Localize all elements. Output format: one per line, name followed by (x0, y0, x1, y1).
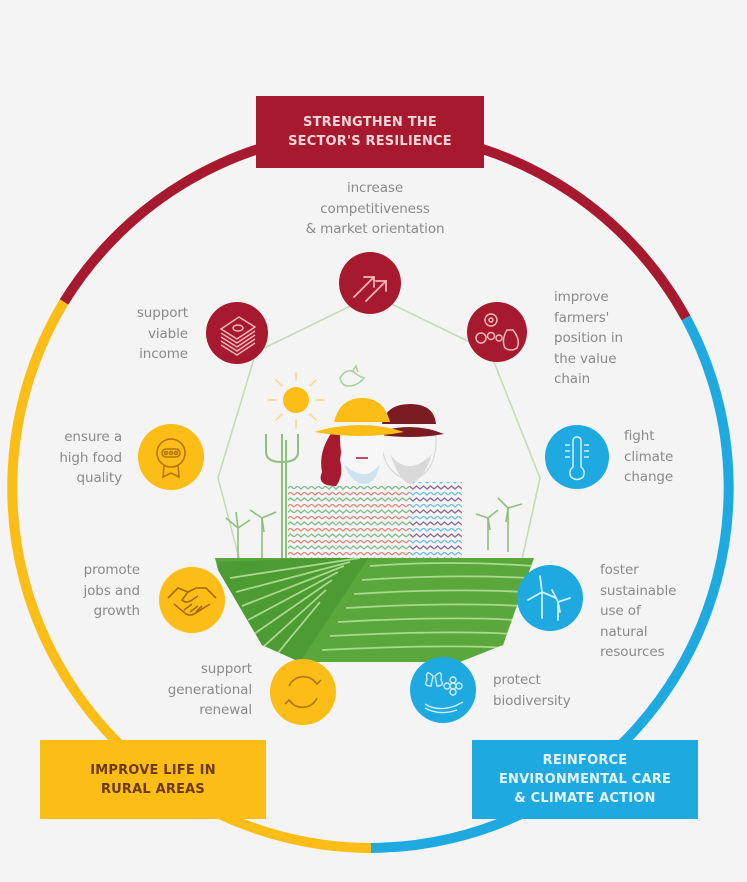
label-line: promote (83, 562, 141, 578)
label-line: quality (76, 470, 123, 486)
banner-strengthen-resilience: STRENGTHEN THE SECTOR'S RESILIENCE (256, 96, 484, 168)
label-line: resources (600, 644, 665, 660)
label-line: generational (167, 681, 252, 698)
label-line: climate (624, 448, 674, 465)
label-line: protect (493, 672, 541, 688)
label-line: position in (554, 330, 623, 346)
banner-text-line: ENVIRONMENTAL CARE (498, 772, 672, 787)
wind-turbine-icon (517, 565, 583, 631)
bird-icon (339, 364, 366, 387)
label-food-quality: ensure a high food quality (20, 427, 122, 489)
cycle-arrows-icon (270, 659, 336, 725)
label-line: income (139, 346, 188, 362)
label-natural-resources: foster sustainable use of natural resour… (600, 560, 710, 663)
label-line: natural (600, 623, 648, 640)
farmer-woman (288, 398, 410, 560)
label-generational: support generational renewal (140, 659, 252, 721)
label-line: & market orientation (305, 221, 445, 237)
banner-text-line: RURAL AREAS (100, 781, 205, 797)
label-value-chain: improve farmers' position in the value c… (554, 287, 664, 390)
handshake-icon (159, 567, 225, 633)
money-stack-icon (206, 302, 268, 364)
butterfly-flower-hand-icon (410, 657, 476, 723)
label-line: increase (346, 180, 404, 196)
banner-environmental-care: REINFORCE ENVIRONMENTAL CARE & CLIMATE A… (472, 740, 698, 819)
green-field (215, 558, 534, 662)
label-line: high food (59, 449, 122, 466)
thermometer-icon (545, 425, 609, 489)
label-line: support (136, 305, 188, 321)
label-line: use of (600, 603, 641, 619)
label-line: the value (554, 350, 617, 367)
label-line: viable (147, 325, 188, 342)
label-line: biodiversity (493, 692, 571, 709)
label-line: ensure a (64, 429, 122, 445)
pitchfork-icon (265, 434, 299, 560)
banner-text-line: & CLIMATE ACTION (514, 791, 656, 806)
label-line: farmers' (554, 309, 610, 326)
label-line: change (624, 469, 674, 485)
farm-illustration (215, 364, 534, 662)
banner-text-line: IMPROVE LIFE IN (90, 762, 216, 778)
label-climate: fight climate change (624, 426, 724, 488)
sun-icon (267, 372, 325, 429)
banner-text-line: REINFORCE (542, 753, 628, 768)
farmer-man (374, 404, 462, 560)
quality-badge-icon (138, 424, 204, 490)
food-chain-icon (467, 302, 527, 362)
label-line: competitiveness (320, 200, 430, 217)
label-jobs: promote jobs and growth (40, 560, 140, 622)
banner-text-line: STRENGTHEN THE (303, 115, 437, 130)
wind-turbines-left (225, 509, 277, 562)
banner-improve-rural-life: IMPROVE LIFE IN RURAL AREAS (40, 740, 266, 819)
banner-text-line: SECTOR'S RESILIENCE (288, 134, 452, 149)
label-income: support viable income (90, 303, 188, 365)
label-line: growth (93, 603, 140, 619)
label-line: fight (624, 428, 655, 444)
label-line: foster (600, 562, 639, 578)
ring-arc-blue (370, 315, 734, 853)
wind-turbines-right (475, 497, 523, 552)
label-line: chain (554, 371, 591, 387)
label-line: support (200, 661, 252, 677)
label-biodiversity: protect biodiversity (493, 670, 603, 711)
label-line: sustainable (600, 582, 677, 599)
rising-arrows-icon (339, 252, 401, 314)
ring-arc-yellow (7, 299, 372, 853)
label-line: renewal (199, 702, 252, 718)
objective-icons (138, 252, 609, 725)
label-line: improve (554, 289, 609, 305)
label-line: jobs and (83, 582, 140, 599)
label-competitiveness: increase competitiveness & market orient… (290, 178, 460, 240)
